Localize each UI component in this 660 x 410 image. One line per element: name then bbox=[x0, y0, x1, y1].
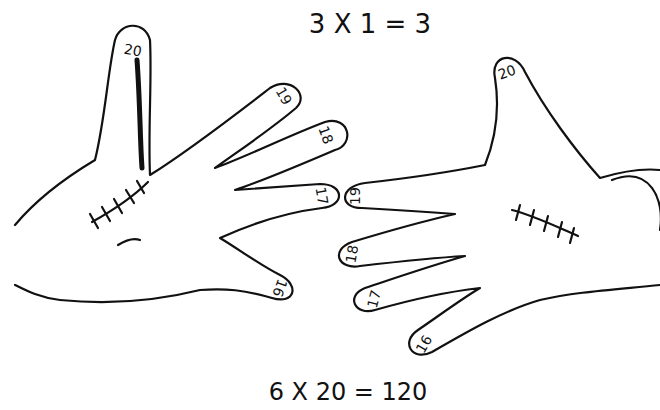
finger-number: 16 bbox=[270, 277, 289, 299]
finger-number: 20 bbox=[123, 42, 143, 59]
left-thumb-shade bbox=[137, 60, 142, 168]
finger-number: 17 bbox=[314, 186, 331, 206]
equation-text: 6 X 20 = 120 bbox=[269, 380, 428, 404]
right-palm-hatch bbox=[516, 205, 574, 243]
left-hand-outline bbox=[15, 26, 347, 302]
left-palm-hatch bbox=[90, 181, 144, 228]
right-wrist-bulge bbox=[612, 176, 660, 230]
finger-number: 19 bbox=[273, 85, 294, 107]
finger-number: 17 bbox=[365, 289, 383, 310]
finger-number: 19 bbox=[348, 187, 362, 205]
finger-number: 18 bbox=[316, 124, 335, 146]
finger-number: 20 bbox=[496, 62, 518, 81]
equation-text: 3 X 1 = 3 bbox=[309, 11, 431, 37]
finger-number: 18 bbox=[344, 244, 361, 264]
left-palm-crease bbox=[92, 182, 148, 222]
right-hand-outline bbox=[339, 58, 660, 355]
left-palm-crease bbox=[118, 239, 140, 245]
